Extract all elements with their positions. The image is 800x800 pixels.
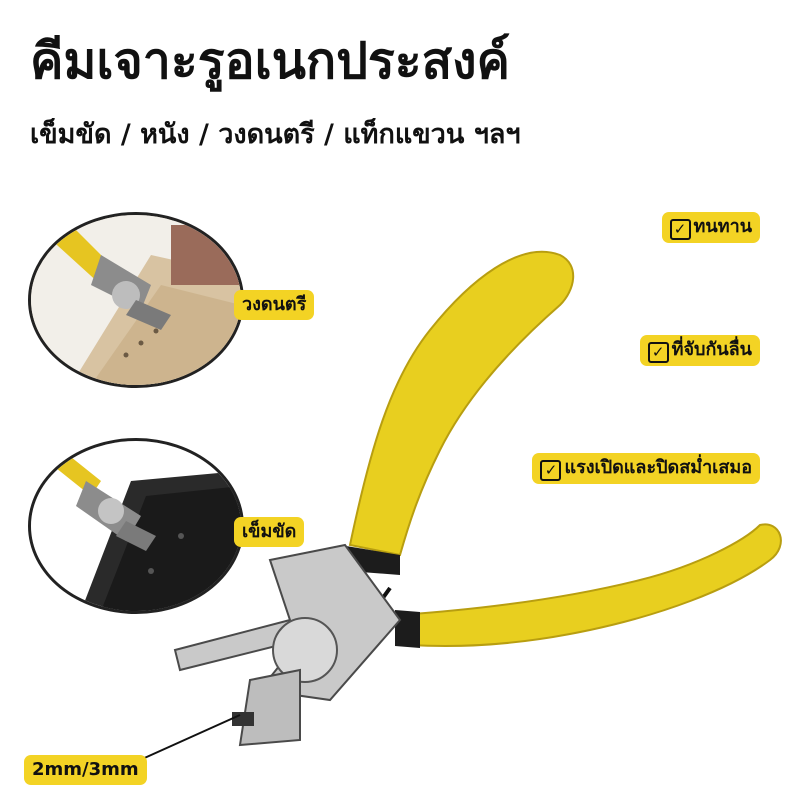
feature-grip: ✓ที่จับกันลื่น bbox=[639, 335, 760, 366]
music-label: วงดนตรี bbox=[234, 290, 315, 320]
page-title: คีมเจาะรูอเนกประสงค์ bbox=[30, 32, 510, 90]
size-label: 2mm/3mm bbox=[24, 755, 147, 785]
feature-spring: ✓แรงเปิดและปิดสม่ำเสมอ bbox=[532, 453, 760, 484]
checkbox-icon: ✓ bbox=[647, 342, 669, 363]
feature-grip-text: ที่จับกันลื่น bbox=[671, 339, 752, 360]
feature-spring-text: แรงเปิดและปิดสม่ำเสมอ bbox=[564, 457, 752, 478]
inset-belt bbox=[28, 438, 244, 614]
checkbox-icon: ✓ bbox=[540, 460, 562, 481]
checkbox-icon: ✓ bbox=[669, 219, 691, 240]
lower-handle bbox=[398, 523, 782, 648]
belt-label: เข็มขัด bbox=[234, 517, 305, 547]
feature-durable: ✓ทนทาน bbox=[661, 212, 760, 243]
feature-durable-text: ทนทาน bbox=[693, 216, 752, 237]
inset-belt-image bbox=[31, 441, 241, 611]
page-subtitle: เข็มขัด / หนัง / วงดนตรี / แท็กแขวน ฯลฯ bbox=[30, 119, 521, 150]
upper-handle bbox=[348, 250, 575, 557]
